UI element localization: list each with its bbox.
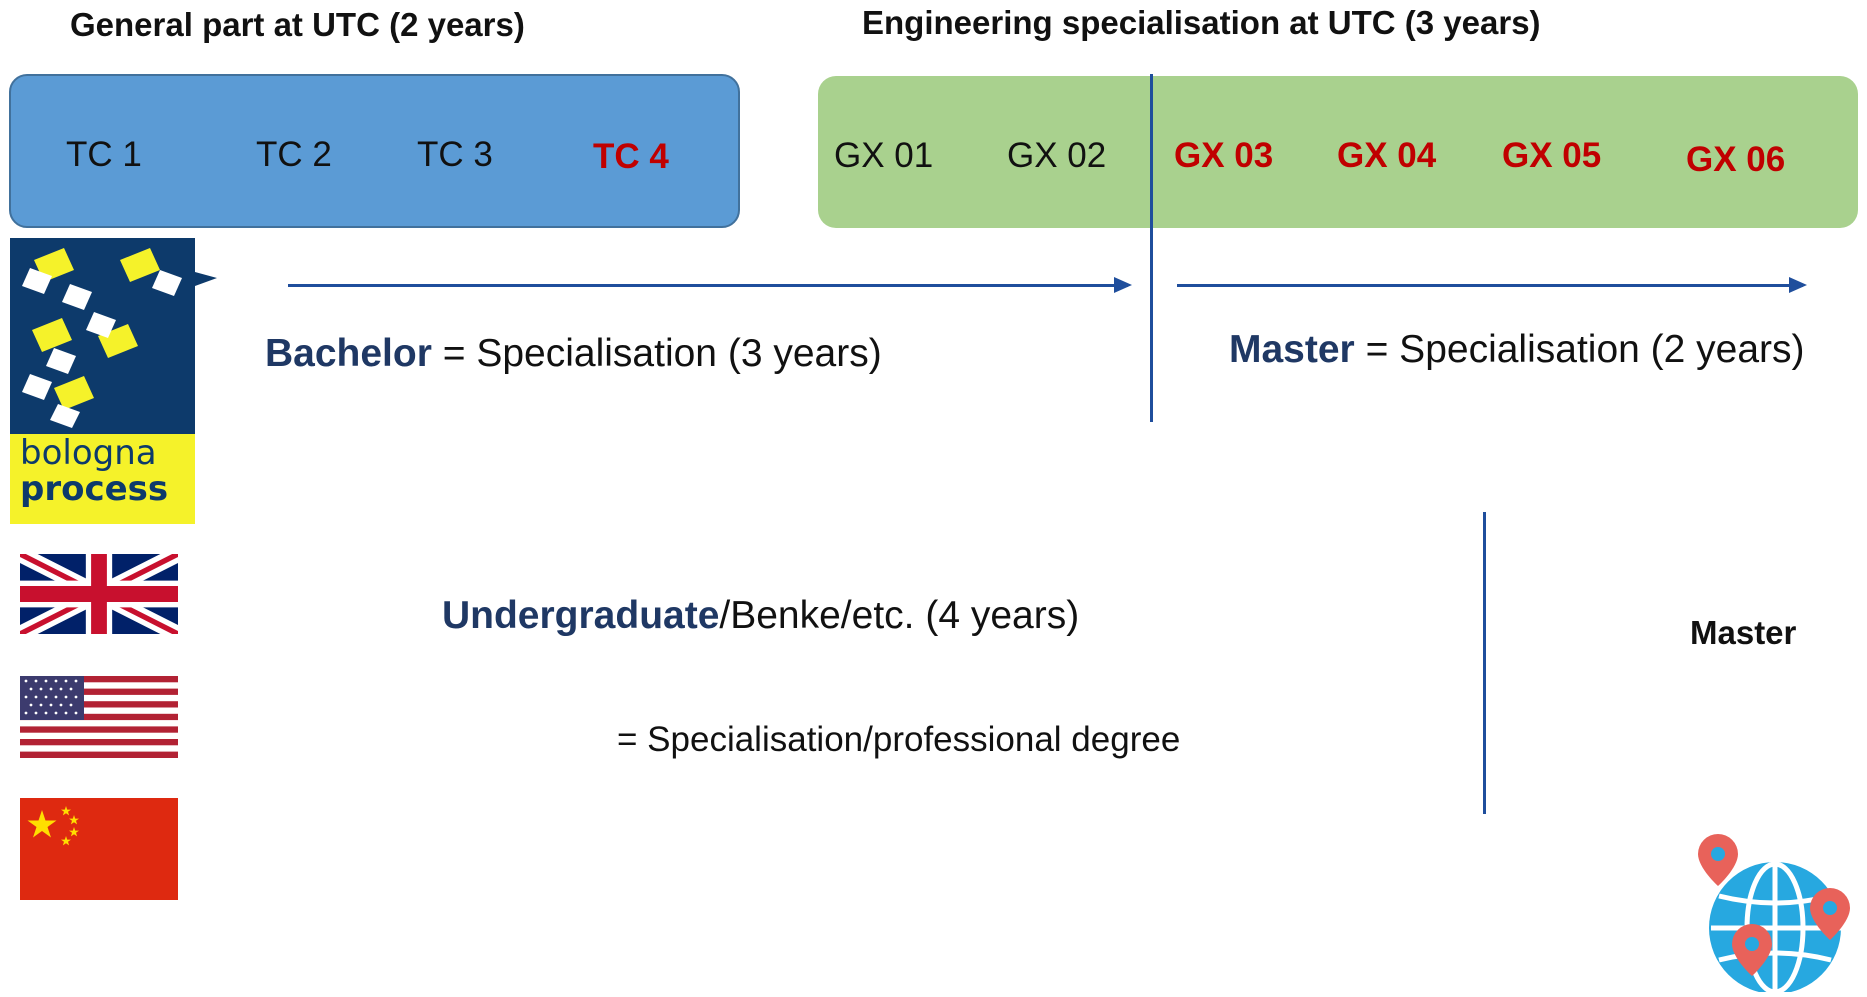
- term-tc-3: TC 3: [417, 135, 493, 174]
- general-part-box: TC 1 TC 2 TC 3 TC 4: [9, 74, 740, 228]
- term-gx-06: GX 06: [1686, 140, 1786, 179]
- term-tc-1: TC 1: [66, 135, 142, 174]
- bologna-logo-graphic: bologna process: [10, 238, 217, 524]
- globe-pin-icon: [1688, 832, 1858, 995]
- term-tc-2: TC 2: [256, 135, 332, 174]
- undergraduate-label: Undergraduate/Benke/etc. (4 years): [442, 594, 1079, 638]
- engineering-box: GX 01 GX 02 GX 03 GX 04 GX 05 GX 06: [818, 76, 1858, 228]
- bachelor-master-divider: [1150, 74, 1153, 422]
- term-gx-02: GX 02: [1007, 136, 1107, 175]
- engineering-heading: Engineering specialisation at UTC (3 yea…: [862, 4, 1541, 41]
- undergraduate-description: /Benke/etc. (4 years): [719, 594, 1080, 637]
- term-gx-03: GX 03: [1174, 136, 1274, 175]
- specialisation-degree-label: = Specialisation/professional degree: [617, 720, 1181, 759]
- us-flag: [20, 676, 178, 758]
- bologna-logo-line1: bologna: [20, 433, 157, 473]
- master-term: Master: [1229, 328, 1355, 371]
- master-arrow: [1177, 277, 1807, 293]
- undergrad-master-divider: [1483, 512, 1486, 814]
- bachelor-arrow: [288, 277, 1132, 293]
- term-gx-05: GX 05: [1502, 136, 1602, 175]
- china-flag: [20, 798, 178, 900]
- anglo-master-label: Master: [1690, 614, 1797, 651]
- term-tc-4: TC 4: [593, 137, 669, 176]
- general-part-heading: General part at UTC (2 years): [70, 6, 525, 43]
- master-description: = Specialisation (2 years): [1354, 328, 1805, 371]
- bologna-process-logo: bologna process: [10, 238, 220, 524]
- term-gx-01: GX 01: [834, 136, 934, 175]
- undergraduate-term: Undergraduate: [442, 594, 720, 637]
- term-gx-04: GX 04: [1337, 136, 1437, 175]
- bachelor-description: = Specialisation (3 years): [431, 332, 882, 375]
- bachelor-label: Bachelor = Specialisation (3 years): [265, 332, 882, 376]
- master-label: Master = Specialisation (2 years): [1229, 328, 1805, 372]
- bachelor-term: Bachelor: [265, 332, 432, 375]
- uk-flag: [16, 546, 182, 642]
- bologna-logo-line2: process: [20, 469, 168, 509]
